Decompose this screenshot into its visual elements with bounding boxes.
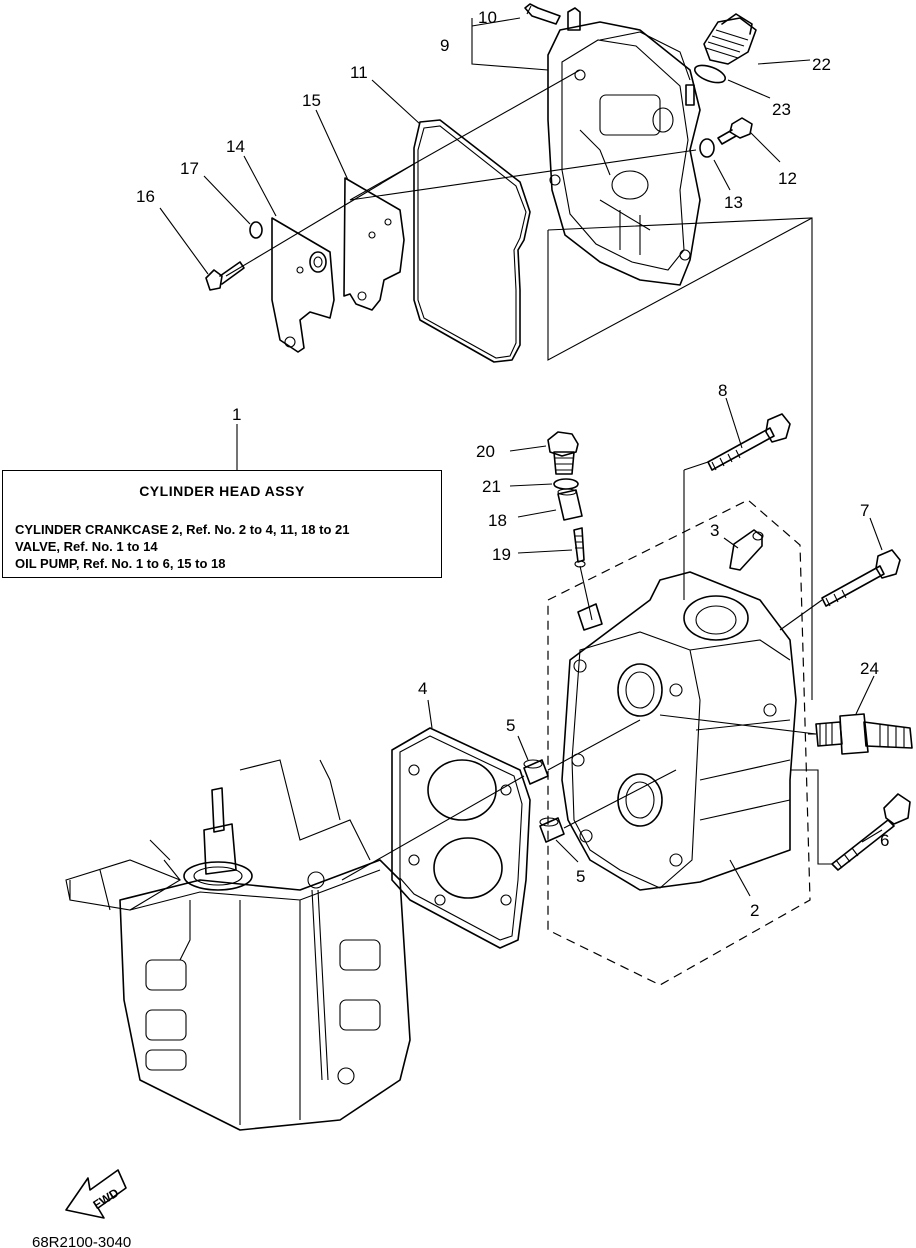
- bolt-part-7: [821, 549, 901, 607]
- callout-1: 1: [232, 405, 241, 424]
- cylinder-head-gasket-part-4: [391, 727, 531, 949]
- callout-4: 4: [418, 679, 427, 698]
- pin-part-19: [573, 527, 586, 568]
- callout-5-lower: 5: [576, 867, 585, 886]
- oil-filler-cap-part-22: [703, 13, 757, 65]
- assy-line-crankcase: CYLINDER CRANKCASE 2, Ref. No. 2 to 4, 1…: [15, 522, 350, 537]
- callout-21: 21: [482, 477, 501, 496]
- bolt-part-8: [707, 413, 791, 471]
- callout-12: 12: [778, 169, 797, 188]
- cylinder-head-part-2: [547, 499, 811, 986]
- screw-part-16: [205, 261, 245, 291]
- drawing-code: 68R2100-3040: [32, 1234, 131, 1248]
- assy-line-oil-pump: OIL PUMP, Ref. No. 1 to 6, 15 to 18: [15, 556, 226, 571]
- callout-17: 17: [180, 159, 199, 178]
- callout-3: 3: [710, 521, 719, 540]
- callout-18: 18: [488, 511, 507, 530]
- washer-part-13: [699, 138, 715, 158]
- fwd-direction-arrow: FWD: [65, 1169, 127, 1219]
- callout-2: 2: [750, 901, 759, 920]
- cylinder-head-cover: [547, 7, 701, 286]
- assy-lines: CYLINDER CRANKCASE 2, Ref. No. 2 to 4, 1…: [15, 521, 349, 572]
- callout-8: 8: [718, 381, 727, 400]
- assy-line-valve: VALVE, Ref. No. 1 to 14: [15, 539, 158, 554]
- screw-part-10: [524, 3, 561, 25]
- plate-part-15: [343, 177, 405, 311]
- plate-part-14: [271, 217, 335, 353]
- plug-bolt-part-20: [547, 431, 579, 475]
- dowel-pin-part-3: [729, 529, 764, 571]
- leader-lines: [159, 17, 883, 897]
- assy-info-box: CYLINDER HEAD ASSY CYLINDER CRANKCASE 2,…: [2, 470, 442, 578]
- fwd-label: FWD: [91, 1185, 122, 1212]
- callout-16: 16: [136, 187, 155, 206]
- assy-title: CYLINDER HEAD ASSY: [139, 483, 305, 499]
- o-ring-part-23: [693, 64, 727, 84]
- bolt-part-6: [831, 793, 911, 871]
- bolt-part-12: [717, 117, 753, 145]
- callout-22: 22: [812, 55, 831, 74]
- crankcase-block: [65, 759, 411, 1131]
- sleeve-part-18: [557, 488, 583, 521]
- callout-19: 19: [492, 545, 511, 564]
- callout-numbers: 1 9 10 11 15 14 17 16 22 23 12 13 8 20 2…: [136, 8, 889, 920]
- callout-23: 23: [772, 100, 791, 119]
- callout-24: 24: [860, 659, 879, 678]
- dowel-part-5-lower: [539, 817, 565, 843]
- callout-13: 13: [724, 193, 743, 212]
- dowel-part-5-upper: [523, 759, 549, 785]
- callout-7: 7: [860, 501, 869, 520]
- callout-10: 10: [478, 8, 497, 27]
- callout-5-upper: 5: [506, 716, 515, 735]
- callout-15: 15: [302, 91, 321, 110]
- head-cover-gasket-part-11: [413, 119, 531, 363]
- spark-plug-part-24: [808, 713, 913, 755]
- o-ring-part-21: [553, 478, 579, 490]
- washer-part-17: [249, 221, 263, 239]
- callout-20: 20: [476, 442, 495, 461]
- callout-9: 9: [440, 36, 449, 55]
- callout-11: 11: [350, 63, 368, 82]
- callout-14: 14: [226, 137, 245, 156]
- callout-6: 6: [880, 831, 889, 850]
